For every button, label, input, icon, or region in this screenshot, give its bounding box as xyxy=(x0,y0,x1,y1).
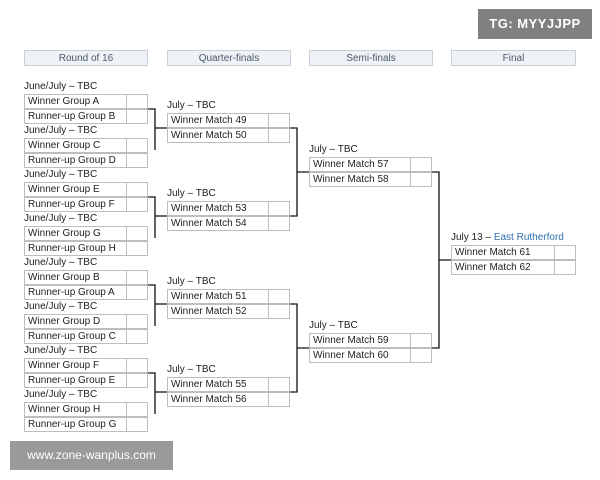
team-name: Runner-up Group A xyxy=(28,287,115,298)
team-slot: Winner Group G xyxy=(24,226,148,241)
team-slot: Winner Match 49 xyxy=(167,113,290,128)
match-date: June/July – TBC xyxy=(24,169,98,180)
round-of-16-header: Round of 16 xyxy=(24,50,148,66)
quarter-finals-header: Quarter-finals xyxy=(167,50,291,66)
team-slot: Runner-up Group G xyxy=(24,417,148,432)
team-slot: Winner Match 52 xyxy=(167,304,290,319)
team-slot: Winner Match 62 xyxy=(451,260,576,275)
site-watermark: www.zone-wanplus.com xyxy=(10,441,173,470)
team-name: Winner Match 62 xyxy=(455,262,531,273)
team-name: Winner Group D xyxy=(28,316,101,327)
team-name: Runner-up Group H xyxy=(28,243,116,254)
team-name: Winner Match 60 xyxy=(313,350,389,361)
team-name: Winner Group B xyxy=(28,272,100,283)
match-date: June/July – TBC xyxy=(24,125,98,136)
team-name: Winner Group F xyxy=(28,360,100,371)
team-slot: Runner-up Group B xyxy=(24,109,148,124)
team-name: Winner Match 55 xyxy=(171,379,247,390)
final-header: Final xyxy=(451,50,576,66)
team-name: Runner-up Group F xyxy=(28,199,115,210)
team-slot: Winner Match 53 xyxy=(167,201,290,216)
team-slot: Winner Match 54 xyxy=(167,216,290,231)
team-slot: Runner-up Group C xyxy=(24,329,148,344)
team-slot: Winner Match 50 xyxy=(167,128,290,143)
team-slot: Winner Group A xyxy=(24,94,148,109)
match-date: June/July – TBC xyxy=(24,345,98,356)
team-name: Winner Match 49 xyxy=(171,115,247,126)
match-date: June/July – TBC xyxy=(24,301,98,312)
team-name: Winner Match 51 xyxy=(171,291,247,302)
team-name: Winner Match 59 xyxy=(313,335,389,346)
team-name: Winner Group E xyxy=(28,184,100,195)
match-date: July – TBC xyxy=(167,276,216,287)
match-date: July – TBC xyxy=(309,144,358,155)
team-slot: Runner-up Group H xyxy=(24,241,148,256)
final-location: East Rutherford xyxy=(493,232,564,243)
match-date: July – TBC xyxy=(167,188,216,199)
team-name: Winner Match 58 xyxy=(313,174,389,185)
team-name: Winner Match 50 xyxy=(171,130,247,141)
team-slot: Winner Match 56 xyxy=(167,392,290,407)
final-date: July 13 – East Rutherford xyxy=(451,231,564,245)
match-date: June/July – TBC xyxy=(24,257,98,268)
team-name: Runner-up Group E xyxy=(28,375,116,386)
semi-finals-header: Semi-finals xyxy=(309,50,433,66)
team-slot: Winner Group C xyxy=(24,138,148,153)
team-slot: Winner Match 60 xyxy=(309,348,432,363)
team-slot: Winner Group F xyxy=(24,358,148,373)
team-name: Runner-up Group G xyxy=(28,419,117,430)
team-name: Winner Match 52 xyxy=(171,306,247,317)
final-date-text: July 13 – xyxy=(451,232,494,243)
team-slot: Winner Match 59 xyxy=(309,333,432,348)
match-date: June/July – TBC xyxy=(24,213,98,224)
team-slot: Runner-up Group E xyxy=(24,373,148,388)
team-slot: Winner Match 55 xyxy=(167,377,290,392)
team-slot: Winner Group H xyxy=(24,402,148,417)
team-slot: Runner-up Group D xyxy=(24,153,148,168)
team-name: Runner-up Group C xyxy=(28,331,116,342)
team-slot: Winner Group D xyxy=(24,314,148,329)
team-slot: Runner-up Group A xyxy=(24,285,148,300)
match-date: July – TBC xyxy=(167,100,216,111)
team-name: Winner Match 56 xyxy=(171,394,247,405)
team-slot: Winner Match 61 xyxy=(451,245,576,260)
match-date: June/July – TBC xyxy=(24,81,98,92)
tg-watermark: TG: MYYJJPP xyxy=(478,9,592,39)
team-name: Winner Match 61 xyxy=(455,247,531,258)
team-slot: Winner Group B xyxy=(24,270,148,285)
team-name: Winner Match 53 xyxy=(171,203,247,214)
team-slot: Winner Match 57 xyxy=(309,157,432,172)
team-name: Winner Match 54 xyxy=(171,218,247,229)
team-name: Runner-up Group B xyxy=(28,111,116,122)
team-name: Runner-up Group D xyxy=(28,155,116,166)
team-name: Winner Group H xyxy=(28,404,101,415)
team-slot: Winner Match 51 xyxy=(167,289,290,304)
team-slot: Winner Group E xyxy=(24,182,148,197)
team-name: Winner Group C xyxy=(28,140,101,151)
team-slot: Runner-up Group F xyxy=(24,197,148,212)
match-date: July – TBC xyxy=(167,364,216,375)
match-date: June/July – TBC xyxy=(24,389,98,400)
team-name: Winner Group A xyxy=(28,96,100,107)
match-date: July – TBC xyxy=(309,320,358,331)
team-name: Winner Match 57 xyxy=(313,159,389,170)
team-name: Winner Group G xyxy=(28,228,101,239)
team-slot: Winner Match 58 xyxy=(309,172,432,187)
